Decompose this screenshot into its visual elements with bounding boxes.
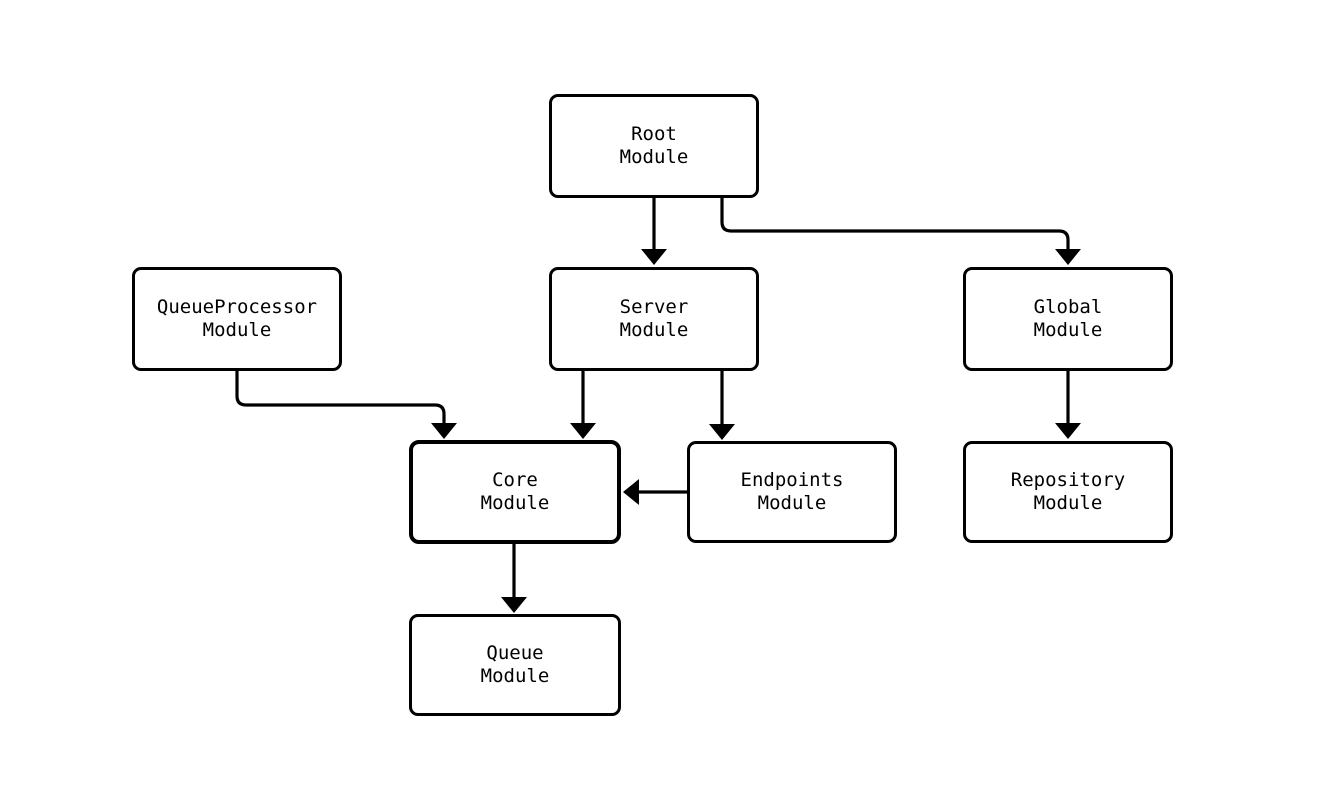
node-label-primary: Repository	[1010, 469, 1126, 491]
node-label-secondary: Module	[619, 146, 689, 168]
node-label-primary: Queue	[486, 642, 544, 664]
edge-root-to-global	[720, 198, 1081, 265]
edge-queueprocessor-to-core	[235, 371, 457, 439]
arrowhead-icon	[709, 424, 735, 440]
arrowhead-icon	[1055, 423, 1081, 439]
arrowhead-icon	[641, 249, 667, 265]
node-label-secondary: Module	[480, 665, 550, 687]
node-label-secondary: Module	[1033, 492, 1103, 514]
node-label-primary: Core	[492, 469, 538, 491]
node-label-primary: QueueProcessor	[156, 296, 318, 318]
arrowhead-icon	[570, 423, 596, 439]
edge-endpoints-to-core	[623, 479, 687, 505]
node-label-secondary: Module	[619, 319, 689, 341]
node-label-secondary: Module	[202, 319, 272, 341]
arrowhead-icon	[623, 479, 639, 505]
node-label-secondary: Module	[757, 492, 827, 514]
arrowhead-icon	[431, 423, 457, 439]
arrowhead-icon	[1055, 249, 1081, 265]
arrowhead-icon	[501, 597, 527, 613]
edge-server-to-endpoints	[709, 371, 735, 440]
edge-line	[720, 198, 1070, 251]
node-label-primary: Server	[619, 296, 689, 318]
node-label-primary: Endpoints	[740, 469, 844, 491]
edge-global-to-repository	[1055, 371, 1081, 439]
edge-server-to-core	[570, 371, 596, 439]
edge-root-to-server	[641, 198, 667, 265]
node-label-primary: Root	[631, 123, 677, 145]
node-label-primary: Global	[1033, 296, 1103, 318]
edge-core-to-queue	[501, 544, 527, 613]
node-label-secondary: Module	[1033, 319, 1103, 341]
edge-line	[235, 371, 446, 425]
node-label-secondary: Module	[480, 492, 550, 514]
